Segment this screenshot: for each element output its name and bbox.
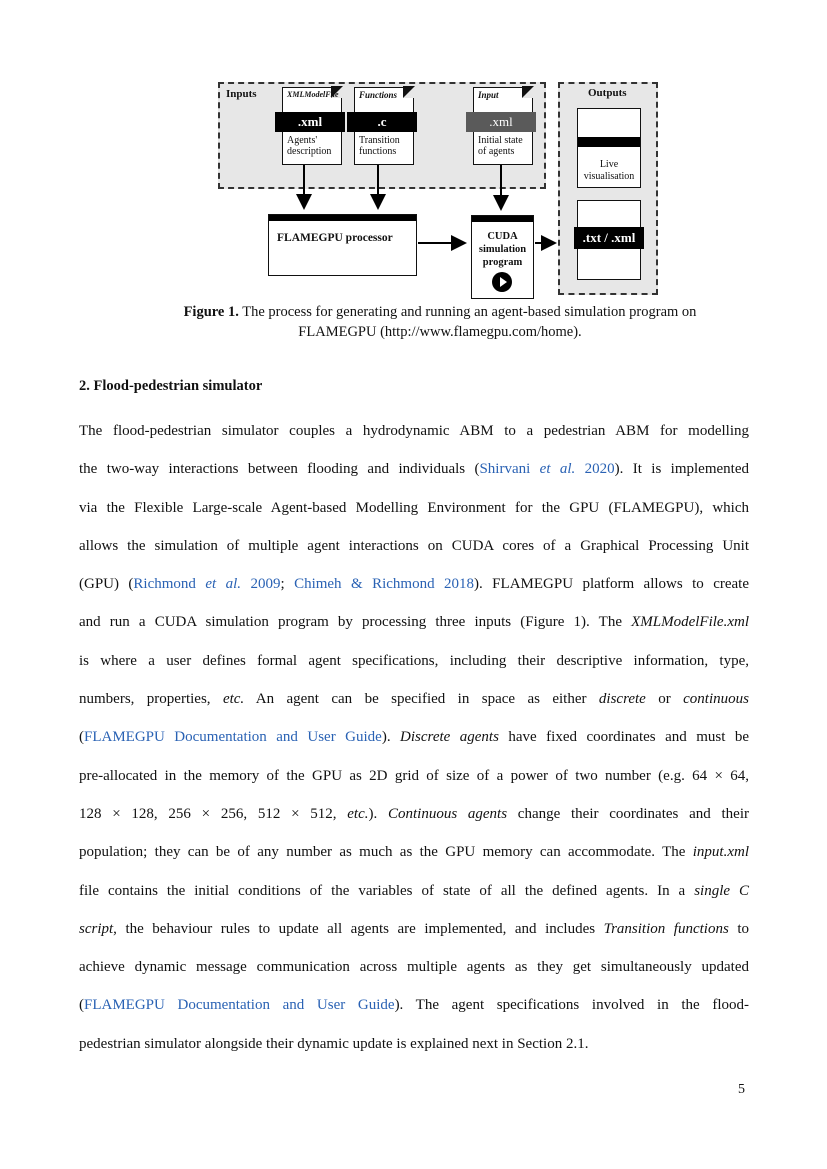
text-line: allows the simulation of multiple agent … xyxy=(79,537,749,554)
processor-label: FLAMEGPU processor xyxy=(277,232,393,244)
text-line: pre-allocated in the memory of the GPU a… xyxy=(79,767,749,784)
text-line: script, the behaviour rules to update al… xyxy=(79,920,749,937)
text-line: population; they can be of any number as… xyxy=(79,844,749,861)
body-paragraph: The flood-pedestrian simulator couples a… xyxy=(79,412,749,1063)
text-line: (GPU) (Richmond et al. 2009; Chimeh & Ri… xyxy=(79,576,750,593)
doc-extension: .c xyxy=(347,112,417,132)
documentation-link[interactable]: FLAMEGPU Documentation and User Guide xyxy=(84,729,382,746)
live-visualisation-box: Live visualisation xyxy=(577,108,641,188)
doc-description: Agents' description xyxy=(287,135,332,157)
outputs-label: Outputs xyxy=(588,87,627,99)
inputs-label: Inputs xyxy=(226,88,257,100)
text-line: pedestrian simulator alongside their dyn… xyxy=(79,1035,589,1052)
output-extension: .txt / .xml xyxy=(574,227,644,249)
text-line: (FLAMEGPU Documentation and User Guide).… xyxy=(79,729,749,746)
live-visualisation-label: Live visualisation xyxy=(583,159,635,182)
doc-description: Initial state of agents xyxy=(478,135,523,157)
input-doc: Input .xml Initial state of agents xyxy=(466,86,536,165)
cuda-label: CUDA simulation program xyxy=(478,231,527,268)
page-fold-icon xyxy=(522,86,534,98)
figure-1: Inputs Outputs XMLModelFile .xml Agents'… xyxy=(0,0,827,300)
text-line: file contains the initial conditions of … xyxy=(79,882,749,899)
citation-link[interactable]: Shirvani et al. 2020 xyxy=(479,461,615,478)
page-fold-icon xyxy=(403,86,415,98)
citation-link[interactable]: Chimeh & Richmond 2018 xyxy=(294,576,475,593)
text-line: is where a user defines formal agent spe… xyxy=(79,652,749,669)
section-heading: 2. Flood-pedestrian simulator xyxy=(79,378,263,394)
text-line: (FLAMEGPU Documentation and User Guide).… xyxy=(79,997,749,1014)
text-line: achieve dynamic message communication ac… xyxy=(79,959,749,976)
documentation-link[interactable]: FLAMEGPU Documentation and User Guide xyxy=(84,997,395,1014)
play-icon xyxy=(492,272,512,292)
text-line: numbers, properties, etc. An agent can b… xyxy=(79,691,749,708)
doc-title: Functions xyxy=(359,90,398,100)
doc-extension: .xml xyxy=(275,112,345,132)
doc-description: Transition functions xyxy=(359,135,400,157)
doc-title: Input xyxy=(478,90,499,100)
page-fold-icon xyxy=(331,86,343,98)
figure-arrows xyxy=(296,165,557,251)
citation-link[interactable]: Richmond et al. 2009 xyxy=(133,576,281,593)
cuda-program-box: CUDA simulation program xyxy=(471,215,534,299)
text-line: and run a CUDA simulation program by pro… xyxy=(79,614,749,631)
text-line: via the Flexible Large-scale Agent-based… xyxy=(79,499,749,516)
doc-extension: .xml xyxy=(466,112,536,132)
text-line: The flood-pedestrian simulator couples a… xyxy=(79,423,749,439)
text-line: 128 × 128, 256 × 256, 512 × 512, etc.). … xyxy=(79,805,749,822)
figure-caption: Figure 1. The process for generating and… xyxy=(183,304,697,340)
doc-title: XMLModelFile xyxy=(287,90,339,99)
page-number: 5 xyxy=(738,1082,745,1097)
output-files-box: .txt / .xml xyxy=(574,200,644,280)
functions-doc: Functions .c Transition functions xyxy=(347,86,417,165)
flamegpu-processor-box: FLAMEGPU processor xyxy=(268,214,417,276)
text-line: the two-way interactions between floodin… xyxy=(79,461,749,478)
xmlmodelfile-doc: XMLModelFile .xml Agents' description xyxy=(275,86,345,165)
